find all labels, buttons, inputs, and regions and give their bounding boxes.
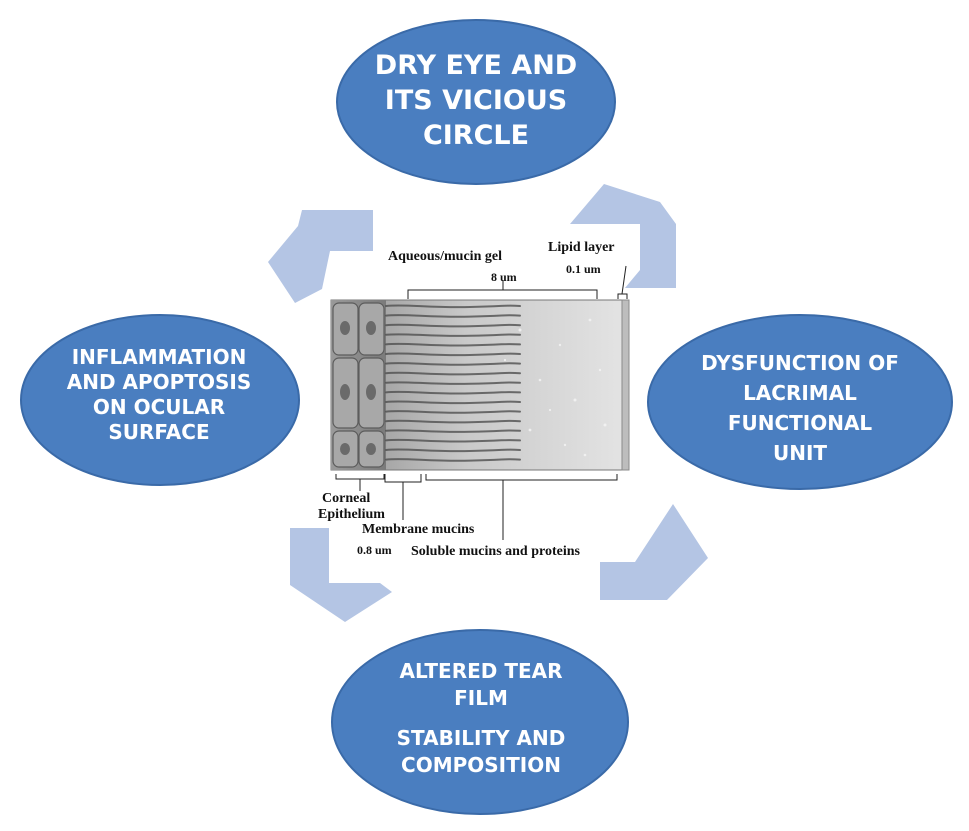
mucin-strand [385, 410, 521, 414]
mucin-strand [385, 458, 521, 462]
node-dry-eye-line-2: ITS VICIOUS [384, 85, 568, 117]
tear-film-brackets [335, 265, 628, 540]
node-dry-eye-label: DRY EYE AND ITS VICIOUS CIRCLE [345, 48, 607, 153]
node-tear-film-gap [340, 713, 622, 725]
soluble-mucins-label: Soluble mucins and proteins [411, 544, 580, 559]
membrane-size-label: 0.8 um [357, 543, 392, 557]
mucin-strand [385, 371, 521, 376]
mucin-strand [385, 314, 521, 318]
mucin-strand [385, 429, 521, 433]
mucin-strand [385, 352, 521, 357]
mucin-strand [385, 448, 521, 453]
node-tear-film-label: ALTERED TEAR FILM STABILITY AND COMPOSIT… [340, 658, 622, 780]
corneal-label-line-2: Epithelium [318, 507, 385, 522]
node-inflammation-line-3: ON OCULAR [92, 395, 226, 419]
node-lacrimal-line-3: FUNCTIONAL [727, 411, 873, 435]
arrow-top-right [570, 184, 676, 288]
mucin-strand [385, 400, 521, 405]
lipid-layer-label: Lipid layer [548, 240, 615, 255]
node-lacrimal-ellipse [647, 314, 953, 490]
node-tear-film-line-4: COMPOSITION [401, 753, 561, 778]
node-lacrimal-line-4: UNIT [772, 441, 828, 465]
mucin-strand [385, 362, 521, 366]
mucin-strand [385, 342, 521, 347]
node-tear-film-line-2: FILM [454, 686, 508, 711]
node-inflammation-line-2: AND APOPTOSIS [66, 370, 252, 394]
node-lacrimal-line-1: DYSFUNCTION OF [701, 351, 899, 375]
mucin-strand [385, 304, 521, 309]
mucin-strand [385, 438, 521, 443]
node-dry-eye-line-1: DRY EYE AND [374, 50, 578, 81]
node-dry-eye-line-3: CIRCLE [422, 120, 530, 152]
membrane-mucins-label: Membrane mucins [362, 522, 475, 537]
node-lacrimal-line-2: LACRIMAL [743, 381, 857, 405]
node-tear-film-line-3: STABILITY AND [396, 725, 566, 750]
arrow-bottom-right [600, 504, 708, 600]
aqueous-mucin-gel-label: Aqueous/mucin gel [388, 249, 502, 264]
node-lacrimal-label: DYSFUNCTION OF LACRIMAL FUNCTIONAL UNIT [655, 348, 945, 468]
arrow-bottom-left [290, 528, 392, 622]
node-tear-film-line-1: ALTERED TEAR [399, 659, 563, 683]
aqueous-size-label: 8 um [491, 270, 517, 284]
mucin-strand [385, 323, 521, 328]
node-inflammation-ellipse [20, 314, 300, 486]
node-tear-film-ellipse [331, 629, 629, 815]
node-inflammation-line-4: SURFACE [108, 420, 210, 444]
mucin-strand [385, 333, 521, 337]
lipid-size-label: 0.1 um [566, 262, 601, 276]
arrow-top-left [268, 210, 373, 303]
node-inflammation-line-1: INFLAMMATION [71, 345, 247, 369]
corneal-label-line-1: Corneal [322, 491, 371, 506]
mucin-strand [385, 419, 521, 424]
mucin-strand [385, 381, 521, 385]
mucin-strand [385, 390, 521, 395]
node-dry-eye-ellipse [336, 19, 616, 185]
node-inflammation-label: INFLAMMATION AND APOPTOSIS ON OCULAR SUR… [28, 345, 290, 445]
tear-film-illustration [330, 299, 630, 471]
